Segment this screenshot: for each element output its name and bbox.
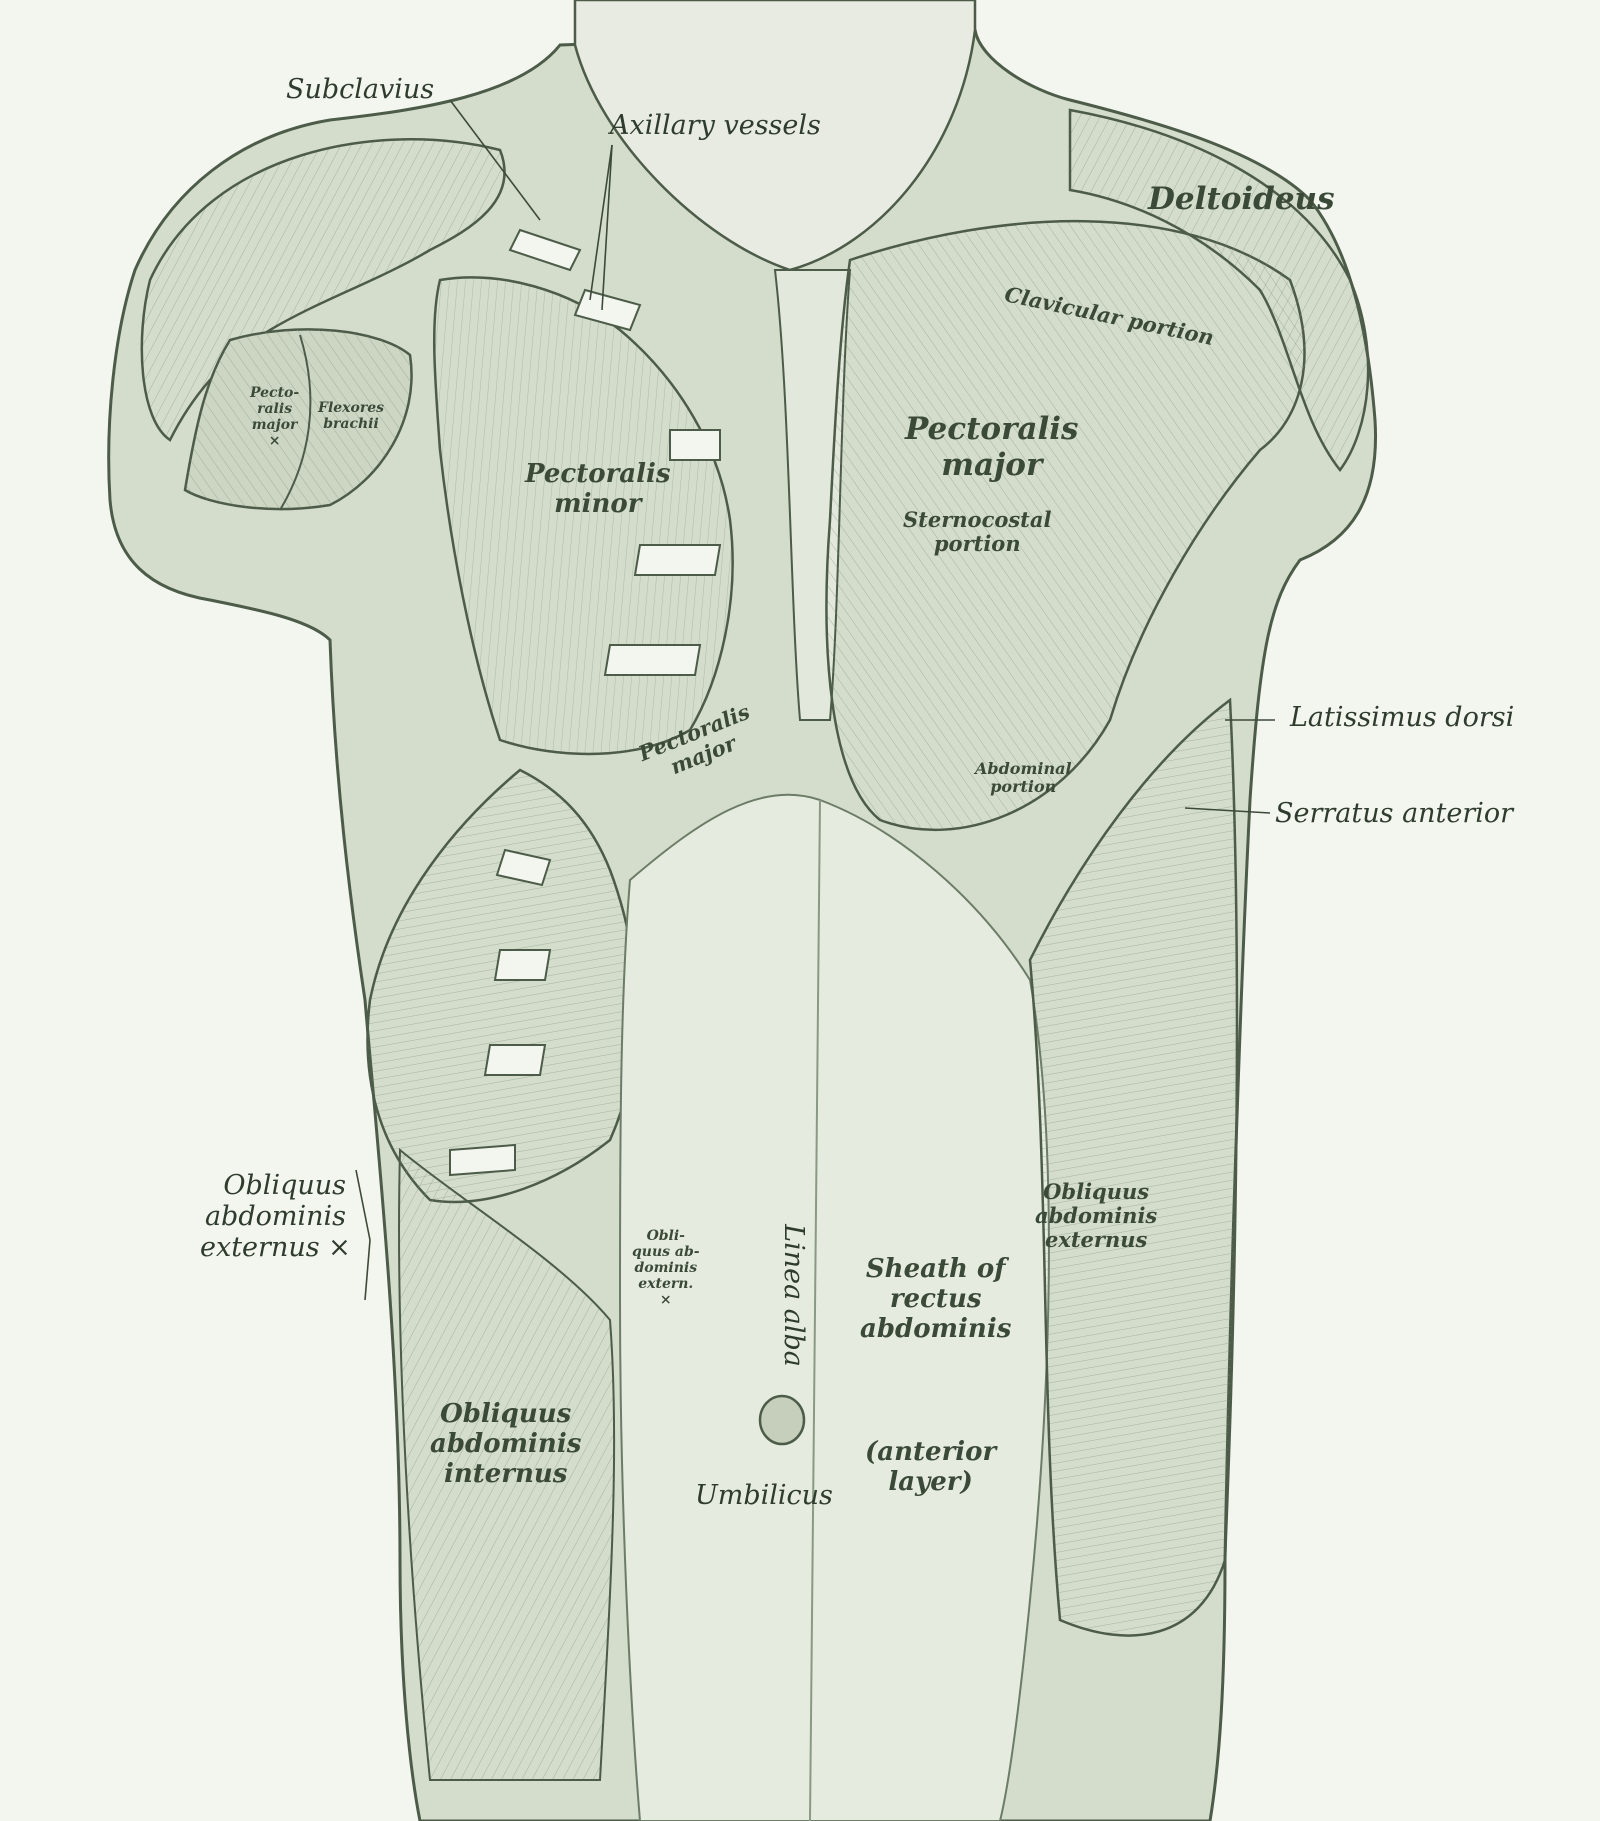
label-serratus-anterior: Serratus anterior bbox=[1275, 798, 1514, 829]
label-pectoralis-major: Pectoralis major bbox=[905, 411, 1079, 483]
label-deltoideus: Deltoideus bbox=[1148, 181, 1335, 217]
label-obliquus-internus: Obliquus abdominis internus bbox=[430, 1399, 582, 1489]
label-umbilicus: Umbilicus bbox=[695, 1480, 833, 1511]
left-pectoralis-minor bbox=[432, 276, 734, 756]
left-deltoid bbox=[140, 138, 506, 442]
label-flexores-brachii: Flexores brachii bbox=[318, 400, 385, 433]
label-sheath-of-rectus: Sheath of rectus abdominis bbox=[860, 1254, 1012, 1344]
label-linea-alba: Linea alba bbox=[777, 1224, 809, 1367]
label-abdominal-portion: Abdominal portion bbox=[975, 759, 1072, 797]
right-deltoid bbox=[1068, 108, 1370, 473]
left-oblique-flap bbox=[366, 768, 638, 1204]
label-pectoralis-minor: Pectoralis minor bbox=[525, 459, 671, 519]
rectus-sheath bbox=[618, 793, 1050, 1821]
label-latissimus-dorsi: Latissimus dorsi bbox=[1290, 702, 1515, 733]
umbilicus-mark bbox=[758, 1394, 806, 1446]
left-rib-windows bbox=[508, 228, 722, 676]
label-obliquus-externus-left: Obliquus abdominis externus × bbox=[200, 1170, 351, 1264]
lower-rib-windows bbox=[449, 848, 552, 1177]
neck bbox=[573, 0, 977, 272]
left-internal-oblique bbox=[398, 1147, 616, 1781]
label-subclavius: Subclavius bbox=[286, 74, 435, 105]
label-obliquus-externus-right: Obliquus abdominis externus bbox=[1035, 1179, 1158, 1253]
label-pectoralis-major-reflected: Pecto- ralis major × bbox=[250, 385, 300, 450]
leader-lines bbox=[355, 99, 1275, 1301]
right-external-oblique bbox=[1028, 697, 1239, 1637]
label-anterior-layer: (anterior layer) bbox=[865, 1437, 997, 1497]
label-axillary-vessels: Axillary vessels bbox=[610, 110, 821, 141]
label-sternocostal-portion: Sternocostal portion bbox=[903, 507, 1052, 557]
label-obliquus-externus-small: Obli- quus ab- dominis extern. × bbox=[632, 1228, 700, 1309]
